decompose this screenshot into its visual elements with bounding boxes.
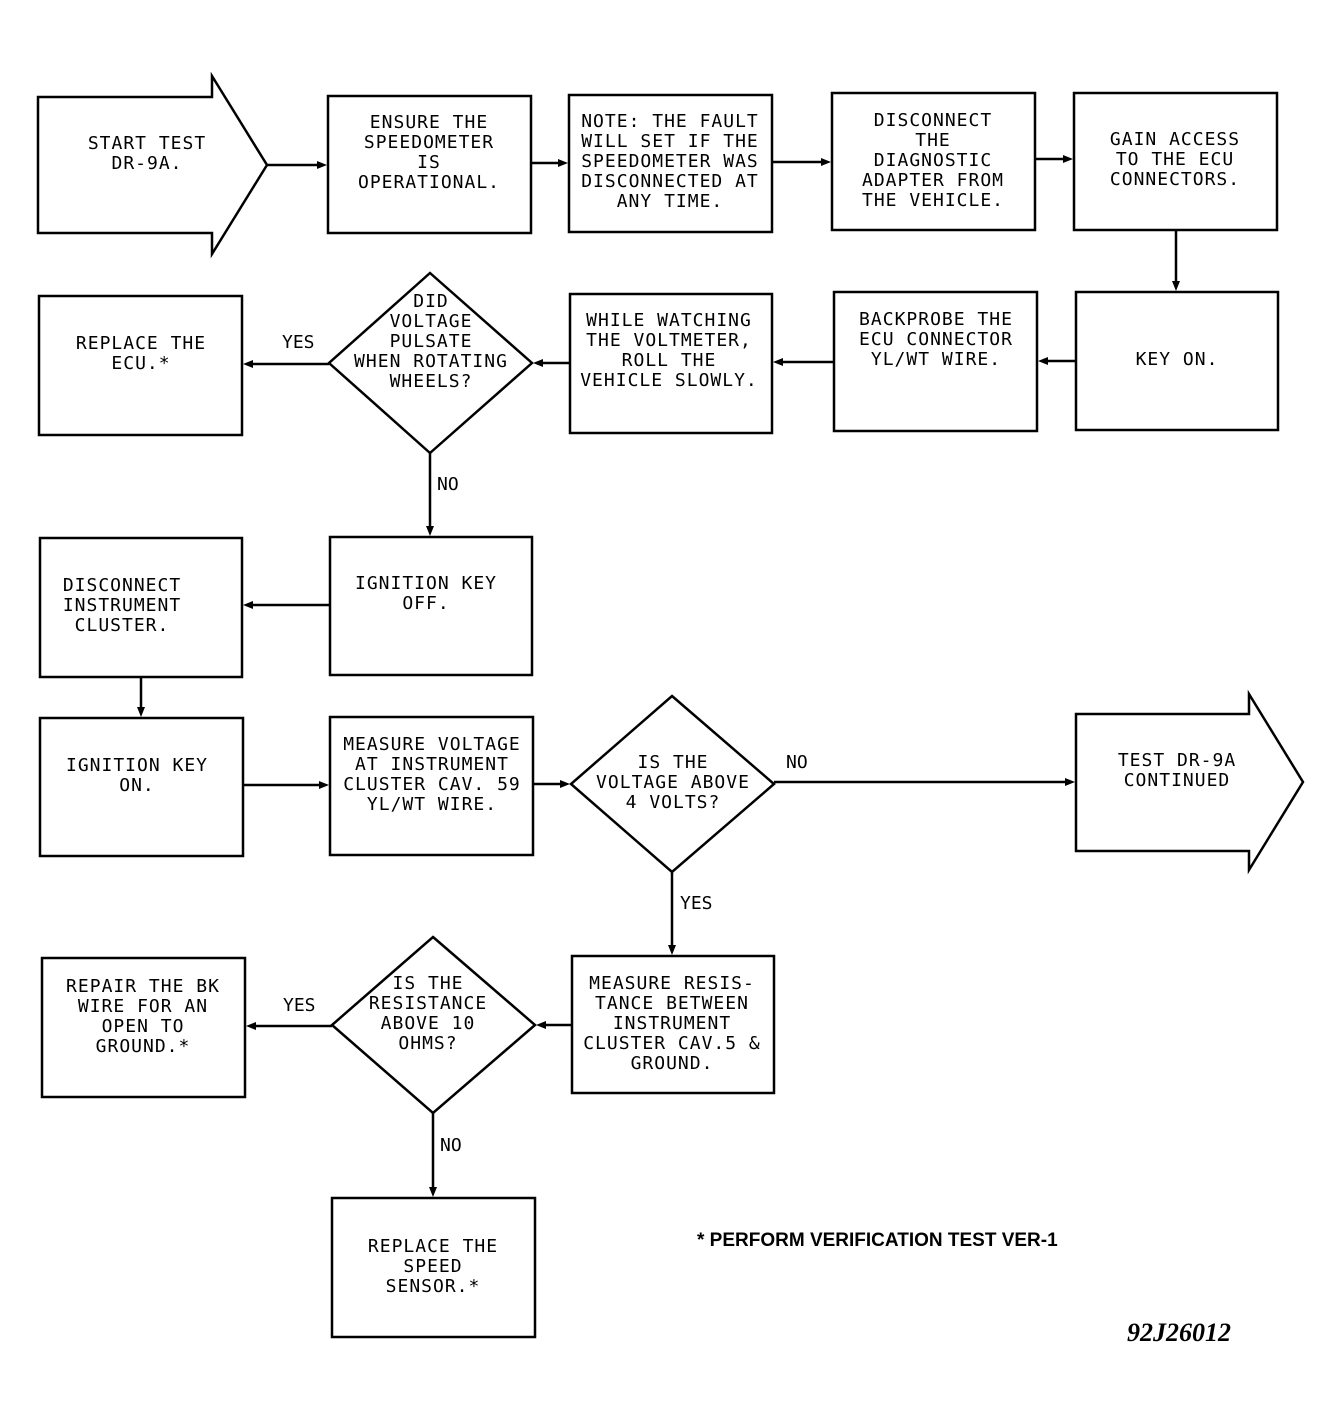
backprobe-box [832,290,1039,433]
gain-access-box [1072,91,1279,232]
resistance-decision-label: IS THE RESISTANCE ABOVE 10 OHMS? [368,973,488,1054]
connector-ignitionon-measure [243,781,329,789]
connector-pulsate-yes [243,360,329,368]
measure-voltage-label: MEASURE VOLTAGE AT INSTRUMENT CLUSTER CA… [343,734,521,815]
connector-keyon-backprobe [1038,357,1076,365]
replace-ecu-box [37,294,244,437]
gain-access-label: GAIN ACCESS TO THE ECU CONNECTORS. [1109,129,1241,190]
watch-voltmeter-label: WHILE WATCHING THE VOLTMETER, ROLL THE V… [580,310,758,391]
note-label: NOTE: THE FAULT WILL SET IF THE SPEEDOME… [581,111,759,212]
voltage-yes-label: YES [680,893,713,914]
pulsate-decision-label: DID VOLTAGE PULSATE WHEN ROTATING WHEELS… [354,291,508,392]
connector-voltage-no [774,778,1075,786]
replace-ecu-label: REPLACE THE ECU.* [75,333,207,374]
connector-gain-keyon [1172,230,1180,291]
connector-ignitionoff-disconnect [243,601,330,609]
disconnect-adapter-box [830,91,1037,232]
connector-disconnect-gain [1035,155,1073,163]
connector-note-disconnect [772,158,831,166]
disconnect-adapter-label: DISCONNECT THE DIAGNOSTIC ADAPTER FROM T… [861,110,1005,211]
disconnect-cluster-label: DISCONNECT INSTRUMENT CLUSTER. [62,575,182,636]
connector-resistance-yes [246,1022,332,1030]
watch-voltmeter-box [568,292,774,435]
start-label: START TEST DR-9A. [87,133,207,174]
pulsate-no-label: NO [437,474,459,495]
connector-backprobe-watch [773,358,834,366]
connector-resistance-no [429,1113,437,1197]
repair-bk-wire-label: REPAIR THE BK WIRE FOR AN OPEN TO GROUND… [66,976,220,1057]
connector-disconnect-ignitionon [137,677,145,717]
test-continued-label: TEST DR-9A CONTINUED [1117,750,1237,791]
connector-measure-voltage [533,780,570,788]
key-on-box [1074,290,1280,432]
figure-id: 92J26012 [1127,1318,1231,1347]
resistance-no-label: NO [440,1135,462,1156]
replace-sensor-label: REPLACE THE SPEED SENSOR.* [367,1236,499,1297]
measure-resistance-label: MEASURE RESIS- TANCE BETWEEN INSTRUMENT … [583,973,761,1074]
backprobe-label: BACKPROBE THE ECU CONNECTOR YL/WT WIRE. [859,309,1013,370]
resistance-yes-label: YES [283,995,316,1016]
connector-watch-pulsate [533,359,570,367]
verification-footnote: * PERFORM VERIFICATION TEST VER-1 [697,1230,1058,1251]
note-box [567,93,774,234]
voltage-decision-label: IS THE VOLTAGE ABOVE 4 VOLTS? [596,752,750,813]
ignition-off-label: IGNITION KEY OFF. [354,573,498,614]
connector-pulsate-no [426,453,434,536]
pulsate-yes-label: YES [282,332,315,353]
continued-arrow-shape [1074,689,1305,875]
connector-start-ensure [267,161,327,169]
ignition-on-box [38,716,245,858]
measure-voltage-box [328,715,535,857]
ensure-box [326,94,533,235]
connector-measureres-resistance [536,1021,572,1029]
repair-bk-wire-box [40,956,247,1099]
ensure-label: ENSURE THE SPEEDOMETER IS OPERATIONAL. [357,112,501,193]
connector-ensure-note [531,159,568,167]
measure-resistance-box [570,954,776,1095]
replace-sensor-box [330,1196,537,1339]
voltage-no-label: NO [786,752,808,773]
ignition-on-label: IGNITION KEY ON. [65,755,209,796]
disconnect-cluster-box [38,536,244,679]
start-arrow-shape [36,71,269,259]
key-on-label: KEY ON. [1135,349,1219,370]
connector-voltage-yes [668,872,676,955]
